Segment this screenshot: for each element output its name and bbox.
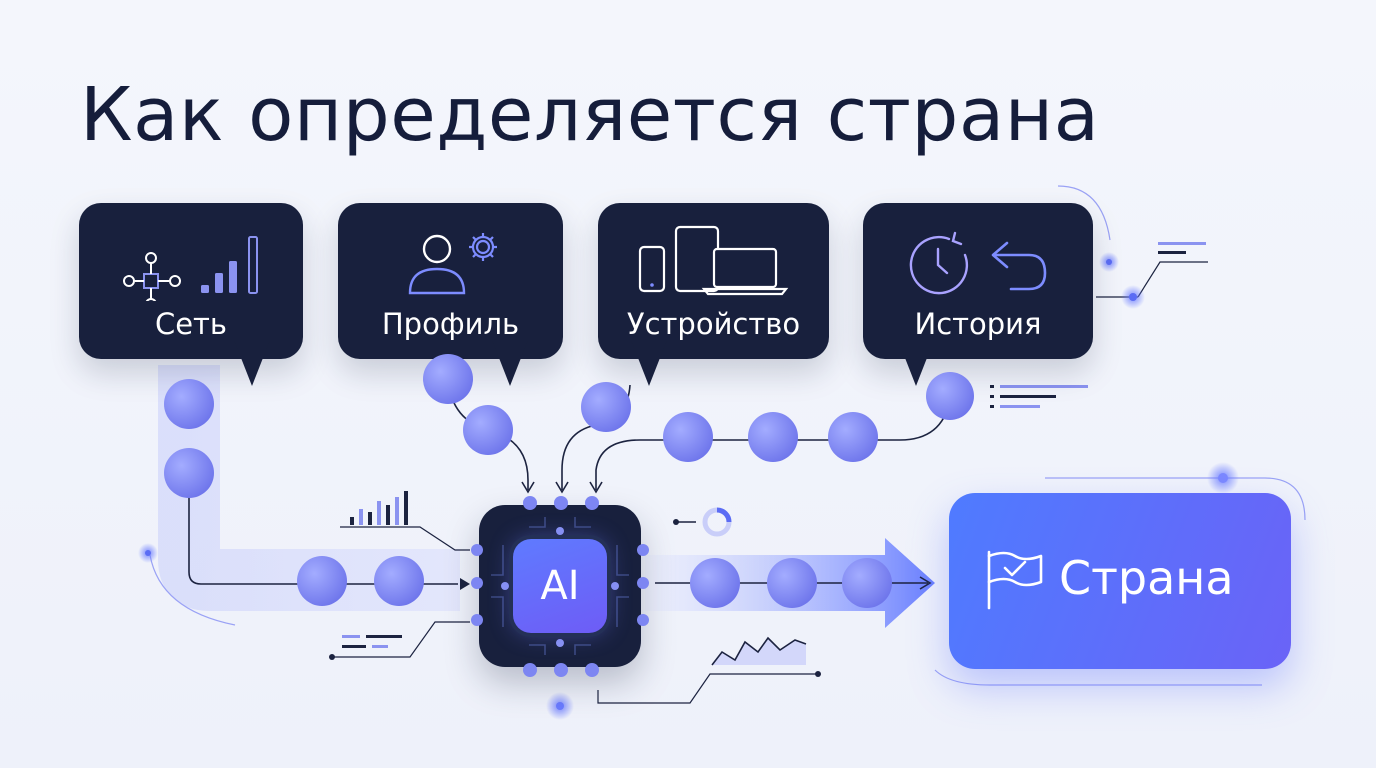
diagram-title: Как определяется страна xyxy=(80,72,1100,158)
bubble-tail xyxy=(631,340,667,386)
deco-connector-right xyxy=(1137,261,1208,298)
bubble-tail xyxy=(234,340,270,386)
device-arrow-head xyxy=(555,481,569,494)
bubble-tail xyxy=(898,340,934,386)
network-signal-icon xyxy=(79,225,303,310)
user-settings-icon xyxy=(338,225,563,301)
source-label-history: История xyxy=(914,307,1042,341)
flag-check-icon xyxy=(987,550,1043,610)
mini-text-lines-history xyxy=(990,385,1088,408)
profile-flow-line xyxy=(447,379,529,490)
ai-processor: AI xyxy=(479,505,641,667)
deco-dot-lines-left xyxy=(329,654,335,660)
source-bubble-network: Сеть xyxy=(79,203,303,359)
result-label: Страна xyxy=(1059,551,1234,605)
deco-curve-top-right xyxy=(1057,185,1111,241)
mini-text-lines-left xyxy=(342,635,402,648)
glow-dot xyxy=(1106,259,1112,265)
result-country: Страна xyxy=(949,493,1291,669)
bubble-tail xyxy=(492,340,528,386)
output-arrow-head xyxy=(919,576,932,590)
glow-dot xyxy=(145,550,151,556)
deco-curve-target-top xyxy=(1045,477,1306,521)
mini-text-lines-right xyxy=(1158,242,1206,254)
source-label-profile: Профиль xyxy=(381,307,520,341)
network-flow-line xyxy=(188,470,458,585)
deco-connector-chart-left xyxy=(340,526,470,551)
profile-arrow-head xyxy=(521,481,535,494)
source-bubble-history: История xyxy=(863,203,1093,359)
deco-connector-lines-left xyxy=(332,621,470,658)
deco-curve-left xyxy=(149,554,236,626)
source-bubble-profile: Профиль xyxy=(338,203,563,359)
mini-donut xyxy=(673,507,732,537)
deco-curve-target-bottom xyxy=(934,669,1262,686)
deco-dot-chart-right xyxy=(815,671,821,677)
glow-dot xyxy=(556,702,564,710)
source-label-network: Сеть xyxy=(154,307,228,341)
devices-icon xyxy=(598,225,829,301)
ai-chip-icon xyxy=(491,517,629,655)
source-label-device: Устройство xyxy=(626,307,801,341)
ai-chip-label: AI xyxy=(513,539,607,633)
glow-dot xyxy=(1129,293,1137,301)
mini-bar-chart xyxy=(350,491,408,525)
history-undo-icon xyxy=(863,225,1093,301)
deco-connector-chart-right xyxy=(597,673,818,704)
history-flow-line xyxy=(595,399,951,490)
source-bubble-device: Устройство xyxy=(598,203,829,359)
network-arrow-head xyxy=(460,578,470,590)
glow-dot xyxy=(1218,473,1228,483)
network-flow-band xyxy=(158,365,460,611)
history-arrow-head xyxy=(589,481,603,494)
mini-line-chart xyxy=(711,636,807,666)
